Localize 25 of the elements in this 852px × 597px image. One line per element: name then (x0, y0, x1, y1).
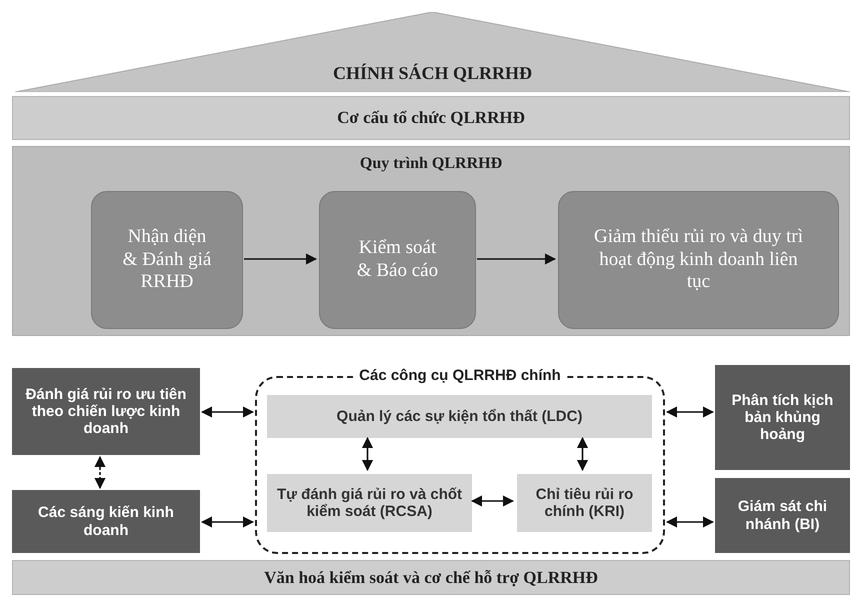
process-box: Giảm thiểu rủi ro và duy trì hoạt động kinh doanh liên tục (558, 191, 839, 329)
process-box: Kiểm soát & Báo cáo (319, 191, 476, 329)
arrow (477, 253, 556, 265)
arrow (576, 436, 588, 472)
side-box: Giám sát chi nhánh (BI) (715, 478, 850, 553)
arrow (244, 253, 318, 265)
roof-banner: CHÍNH SÁCH QLRRHĐ (15, 12, 850, 92)
arrow (200, 516, 254, 528)
arrow (666, 516, 714, 528)
side-box: Các sáng kiến kinh doanh (12, 490, 200, 553)
process-box: Nhận diện & Đánh giá RRHĐ (91, 191, 243, 329)
process-panel (12, 146, 850, 336)
panel-title: Quy trình QLRRHĐ (358, 155, 504, 173)
arrow (666, 406, 714, 418)
side-box: Phân tích kịch bản khủng hoảng (715, 365, 850, 470)
tool-box: Quản lý các sự kiện tổn thất (LDC) (267, 395, 652, 438)
arrow (470, 495, 514, 507)
side-box: Đánh giá rủi ro ưu tiên theo chiến lược kinh doanh (12, 368, 200, 455)
band-box: Cơ cấu tổ chức QLRRHĐ (12, 96, 850, 140)
tool-box: Chỉ tiêu rủi ro chính (KRI) (517, 474, 652, 532)
arrow (362, 436, 374, 472)
arrow (94, 456, 106, 490)
band-box: Văn hoá kiểm soát và cơ chế hỗ trợ QLRRHĐ (12, 560, 850, 595)
tool-box: Tự đánh giá rủi ro và chốt kiểm soát (RCSA) (267, 474, 472, 532)
arrow (200, 406, 254, 418)
